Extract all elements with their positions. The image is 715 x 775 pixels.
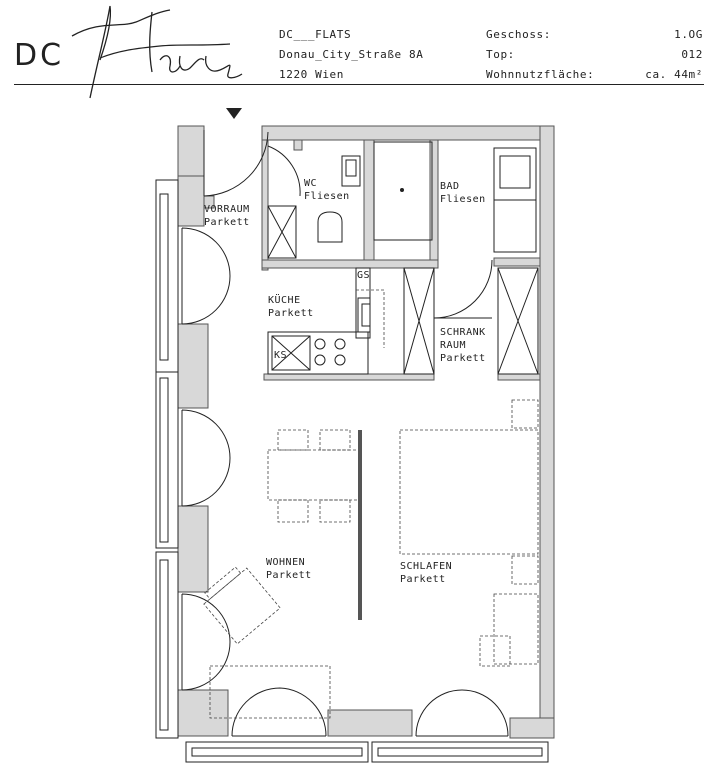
outer-walls [177, 125, 555, 739]
room-floor-schlafen: Parkett [400, 574, 446, 585]
interior-walls [203, 139, 541, 381]
city-address: 1220 Wien [279, 68, 345, 81]
flats-signature-logo [71, 5, 243, 99]
area-label: Wohnnutzfläche: [486, 68, 595, 81]
header-divider [14, 84, 704, 85]
room-label-bad: BAD [440, 181, 460, 192]
floor-value: 1.OG [674, 28, 703, 41]
sofa [209, 665, 331, 719]
room-floor-schrankraum: Parkett [440, 353, 486, 364]
floor-label: Geschoss: [486, 28, 552, 41]
project-name: DC___FLATS [279, 28, 352, 41]
room-label-vorraum: VORRAUM [204, 204, 250, 215]
room-label-raum: RAUM [440, 340, 466, 351]
top-value: 012 [681, 48, 703, 61]
room-floor-bad: Fliesen [440, 194, 486, 205]
room-label-kueche: KÜCHE [268, 293, 301, 306]
room-floor-wohnen: Parkett [266, 570, 312, 581]
entrance-marker-icon [226, 108, 242, 119]
living-furniture [203, 566, 281, 645]
door-swings [181, 130, 509, 737]
room-floor-wc: Fliesen [304, 191, 350, 202]
street-address: Donau_City_Straße 8A [279, 48, 424, 61]
room-label-schrank: SCHRANK [440, 327, 486, 338]
room-label-schlafen: SCHLAFEN [400, 561, 452, 572]
bottom-windows [185, 741, 549, 763]
kitchen-counter [267, 267, 385, 375]
bed [399, 399, 539, 667]
fixture-gas: GS [357, 270, 370, 281]
room-label-wc: WC [304, 178, 317, 189]
left-windows [155, 179, 179, 739]
area-value: ca. 44m² [645, 68, 703, 81]
top-label: Top: [486, 48, 515, 61]
logo-dc: DC [14, 38, 65, 73]
wc-fixtures [267, 155, 361, 259]
bad-fixtures [373, 141, 537, 253]
room-floor-kueche: Parkett [268, 308, 314, 319]
room-label-wohnen: WOHNEN [266, 557, 305, 568]
fixture-fridge: KS [274, 350, 287, 361]
wardrobes [403, 267, 539, 375]
dining-area [267, 429, 362, 620]
room-floor-vorraum: Parkett [204, 217, 250, 228]
